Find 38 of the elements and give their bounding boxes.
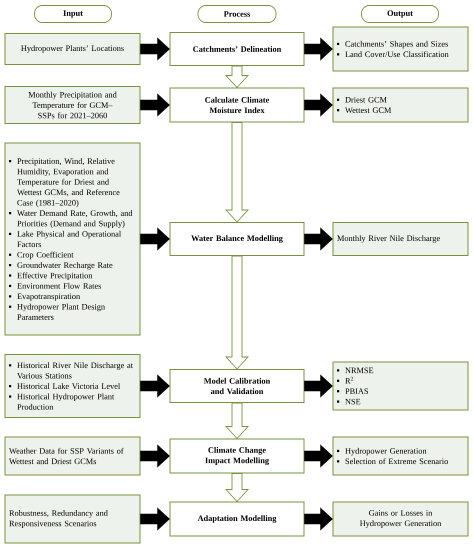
block-arrow [140, 228, 170, 250]
process-box: Climate Change Impact Modelling [170, 438, 304, 474]
input-box: Hydropower Plants’ Locations [4, 33, 140, 65]
output-box: Driest GCM Wettest GCM [332, 88, 468, 122]
hollow-arrow [224, 122, 250, 223]
block-arrow [140, 444, 170, 468]
output-box: Hydropower Generation Selection of Extreme Scenario [332, 436, 468, 476]
process-box: Water Balance Modelling [170, 222, 304, 256]
block-arrow [304, 444, 333, 468]
hollow-arrow [224, 402, 250, 440]
column-header: Input [34, 5, 112, 23]
input-box: Robustness, Redundancy and Responsiveness Scenarios [4, 494, 140, 544]
hollow-arrow [224, 473, 250, 502]
process-box: Model Calibration and Validation [170, 369, 304, 403]
block-arrow [140, 374, 170, 398]
column-header: Process [198, 5, 276, 23]
column-header: Output [361, 5, 439, 23]
process-box: Calculate Climate Moisture Index [170, 88, 304, 122]
block-arrow [304, 228, 333, 250]
input-box: Historical River Nile Discharge at Various Stations Historical Lake Victoria Level Historical Hydropower Plant Production [4, 354, 140, 418]
process-box: Catchments’ Delineation [170, 32, 304, 66]
block-arrow [304, 38, 333, 60]
process-box: Adaptation Modelling [170, 502, 304, 536]
block-arrow [304, 94, 333, 116]
block-arrow [304, 508, 333, 530]
input-box: Precipitation, Wind, Relative Humidity, Evaporation and Temperature for Driest and Wettest GCMs, and Reference Case (1981–2020) Water Demand Rate, Growth, and Priorities (Demand and Supply) Lake Physical and Operational Factors Crop Coefficient Groundwater Recharge Rate Effective Precipitation Environment Flow Rates Evapotranspiration Hydropower Plant Design Parameters [4, 142, 140, 336]
input-box: Weather Data for SSP Variants of Wettest and Driest GCMs [4, 436, 140, 476]
block-arrow [140, 508, 170, 530]
output-box: Gains or Losses in Hydropower Generation [332, 502, 468, 536]
output-box: Monthly River Nile Discharge [332, 222, 468, 256]
input-box: Monthly Precipitation and Temperature for GCM–SSPs for 2021–2060 [4, 86, 140, 124]
block-arrow [140, 94, 170, 116]
block-arrow [140, 38, 170, 60]
block-arrow [304, 374, 333, 398]
hollow-arrow [224, 256, 250, 370]
hollow-arrow [224, 66, 250, 88]
output-box: Catchments’ Shapes and Sizes Land Cover/Use Classification [332, 26, 468, 72]
output-box: NRMSE R$^{2}$ PBIAS NSE [332, 362, 468, 410]
